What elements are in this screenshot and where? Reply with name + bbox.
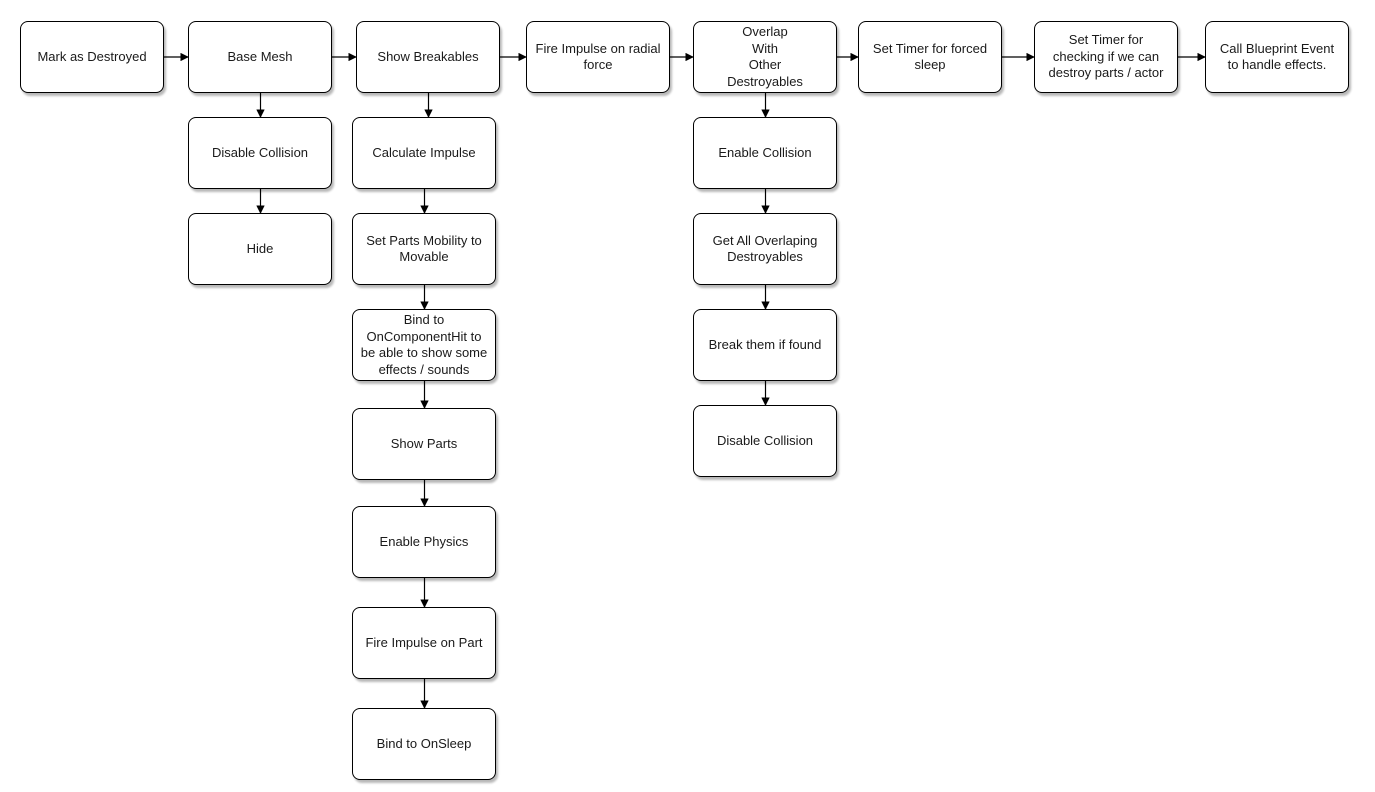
node-disable-collision-base[interactable]: Disable Collision xyxy=(188,117,332,189)
node-call-blueprint-event[interactable]: Call Blueprint Event to handle effects. xyxy=(1205,21,1349,93)
node-overlap-destroyables[interactable]: Overlap With Other Destroyables xyxy=(693,21,837,93)
node-timer-forced-sleep[interactable]: Set Timer for forced sleep xyxy=(858,21,1002,93)
node-fire-impulse-part[interactable]: Fire Impulse on Part xyxy=(352,607,496,679)
node-get-overlapping-destroyables[interactable]: Get All Overlaping Destroyables xyxy=(693,213,837,285)
node-bind-oncomponenthit[interactable]: Bind to OnComponentHit to be able to sho… xyxy=(352,309,496,381)
node-fire-impulse-radial[interactable]: Fire Impulse on radial force xyxy=(526,21,670,93)
node-hide[interactable]: Hide xyxy=(188,213,332,285)
node-show-parts[interactable]: Show Parts xyxy=(352,408,496,480)
node-break-if-found[interactable]: Break them if found xyxy=(693,309,837,381)
node-calculate-impulse[interactable]: Calculate Impulse xyxy=(352,117,496,189)
node-enable-collision[interactable]: Enable Collision xyxy=(693,117,837,189)
node-bind-onsleep[interactable]: Bind to OnSleep xyxy=(352,708,496,780)
node-show-breakables[interactable]: Show Breakables xyxy=(356,21,500,93)
node-mark-as-destroyed[interactable]: Mark as Destroyed xyxy=(20,21,164,93)
node-set-parts-mobility[interactable]: Set Parts Mobility to Movable xyxy=(352,213,496,285)
node-enable-physics[interactable]: Enable Physics xyxy=(352,506,496,578)
node-timer-check-destroy[interactable]: Set Timer for checking if we can destroy… xyxy=(1034,21,1178,93)
node-base-mesh[interactable]: Base Mesh xyxy=(188,21,332,93)
node-disable-collision-overlap[interactable]: Disable Collision xyxy=(693,405,837,477)
